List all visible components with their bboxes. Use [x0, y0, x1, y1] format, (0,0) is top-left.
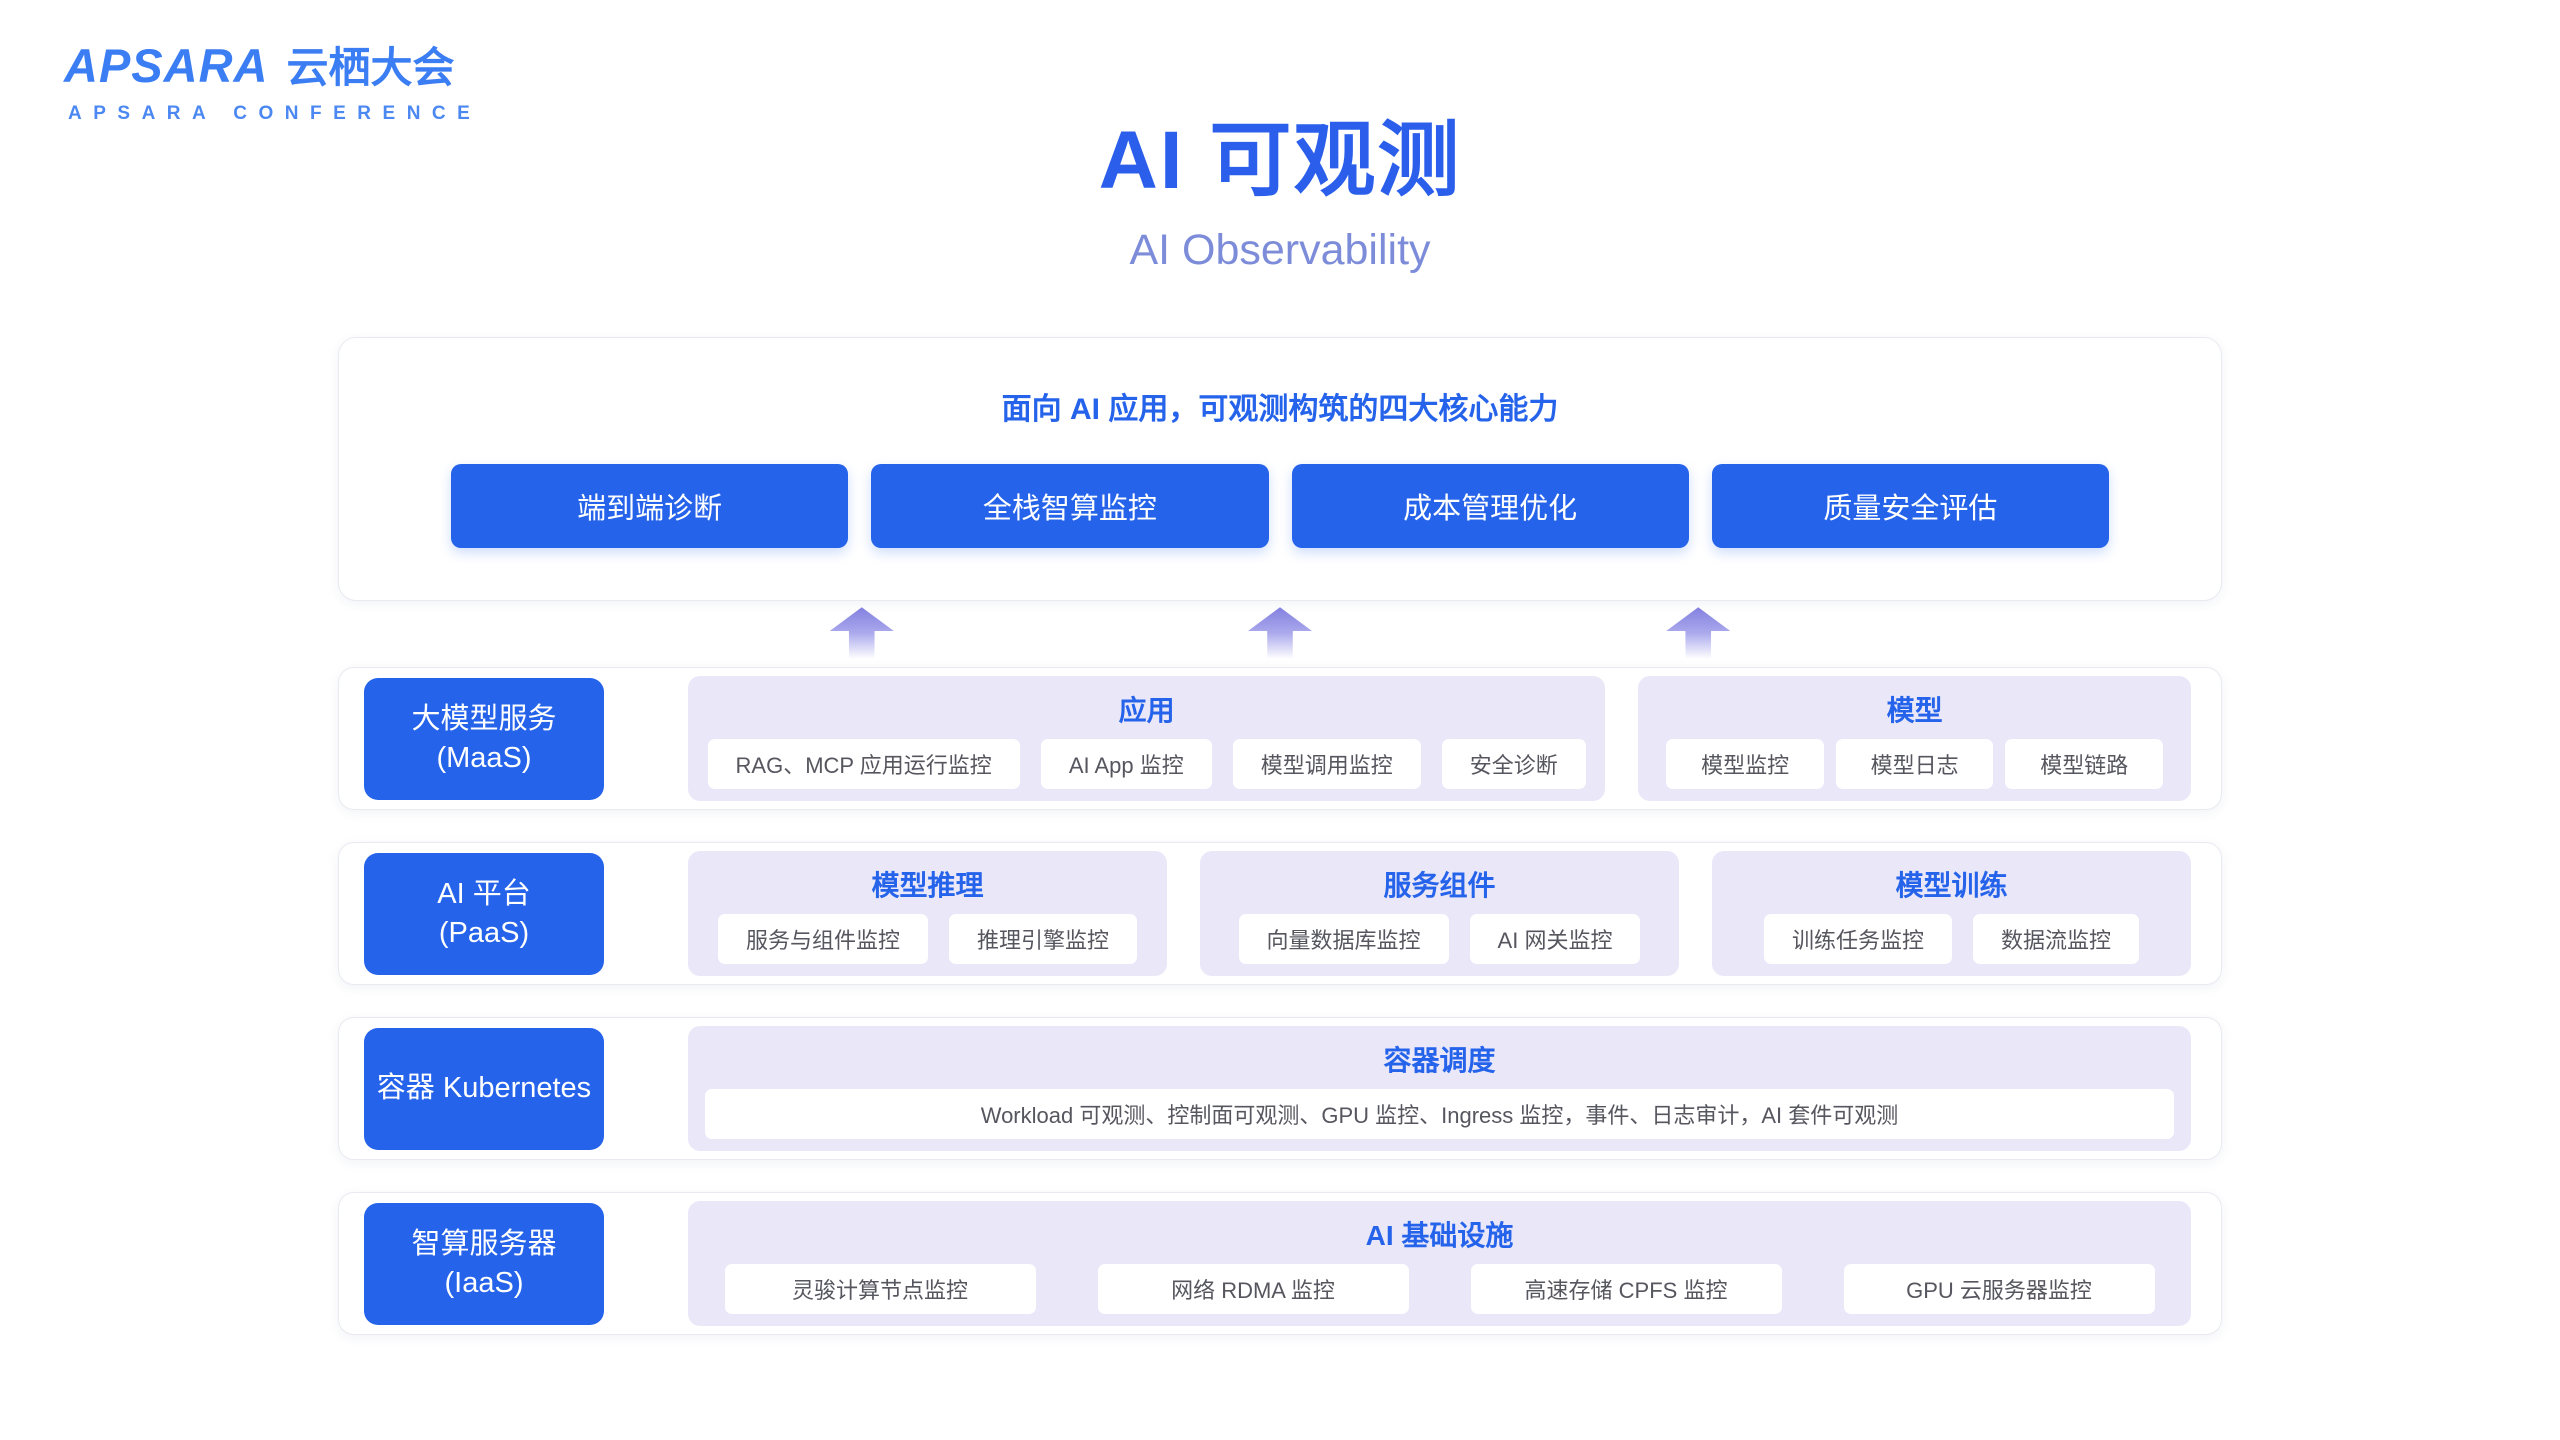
- section-panel: 容器调度 Workload 可观测、控制面可观测、GPU 监控、Ingress 监…: [688, 1026, 2191, 1152]
- monitor-chip: 模型监控: [1666, 739, 1824, 790]
- section-panel: AI 基础设施灵骏计算节点监控 网络 RDMA 监控 高速存储 CPFS 监控 GPU…: [688, 1201, 2191, 1327]
- section-panel: 模型训练训练任务监控数据流监控: [1712, 851, 2191, 977]
- monitor-chip: AI 网关监控: [1469, 914, 1641, 965]
- monitor-chip: 灵骏计算节点监控: [724, 1264, 1036, 1315]
- chip-row: Workload 可观测、控制面可观测、GPU 监控、Ingress 监控，事件…: [705, 1089, 2174, 1140]
- section-group: 模型推理服务与组件监控推理引擎监控 服务组件向量数据库监控 AI 网关监控 模型训练训…: [688, 851, 2191, 977]
- section-title: 应用: [1118, 695, 1175, 727]
- page-header: AI 可观测 AI Observability: [0, 0, 2560, 275]
- chip-row: 服务与组件监控推理引擎监控: [716, 914, 1139, 965]
- section-title: 模型推理: [871, 870, 984, 902]
- section-title: 模型: [1886, 695, 1943, 727]
- arrow-row: [338, 605, 2222, 663]
- monitor-chip: 模型链路: [2005, 739, 2164, 790]
- monitor-chip: GPU 云服务器监控: [1843, 1264, 2155, 1315]
- capability-button: 全栈智算监控: [871, 464, 1269, 549]
- chip-row: RAG、MCP 应用运行监控 AI App 监控模型调用监控安全诊断: [707, 739, 1586, 790]
- chip-row: 灵骏计算节点监控 网络 RDMA 监控 高速存储 CPFS 监控 GPU 云服务器监控: [716, 1264, 2163, 1315]
- section-panel: 服务组件向量数据库监控 AI 网关监控: [1200, 851, 1679, 977]
- section-title: 模型训练: [1895, 870, 2008, 902]
- capabilities-heading: 面向 AI 应用，可观测构筑的四大核心能力: [1001, 393, 1559, 427]
- layer-label-line: 容器 Kubernetes: [376, 1072, 592, 1105]
- chip-row: 训练任务监控数据流监控: [1740, 914, 2163, 965]
- layer-row-maas: 大模型服务 (MaaS) 应用 RAG、MCP 应用运行监控 AI App 监控模型调用…: [338, 667, 2222, 811]
- section-group: 应用 RAG、MCP 应用运行监控 AI App 监控模型调用监控安全诊断 模型模型监…: [688, 676, 2191, 802]
- monitor-chip: 训练任务监控: [1763, 914, 1952, 965]
- logo-brand-cn: 云栖大会: [286, 44, 455, 91]
- section-title: AI 基础设施: [1365, 1220, 1514, 1252]
- capability-button-row: 端到端诊断全栈智算监控成本管理优化质量安全评估: [451, 464, 2109, 549]
- section-panel: 模型推理服务与组件监控推理引擎监控: [688, 851, 1167, 977]
- page-subtitle: AI Observability: [1129, 226, 1431, 275]
- chip-row: 向量数据库监控 AI 网关监控: [1228, 914, 1651, 965]
- layer-label-line: (MaaS): [436, 741, 532, 774]
- page-title: AI 可观测: [1098, 115, 1462, 206]
- monitor-chip: 安全诊断: [1441, 739, 1586, 790]
- monitor-chip: Workload 可观测、控制面可观测、GPU 监控、Ingress 监控，事件…: [705, 1089, 2174, 1140]
- layer-row-paas: AI 平台 (PaaS) 模型推理服务与组件监控推理引擎监控 服务组件向量数据库监控 A…: [338, 842, 2222, 986]
- section-group: AI 基础设施灵骏计算节点监控 网络 RDMA 监控 高速存储 CPFS 监控 GPU…: [688, 1201, 2191, 1327]
- layer-label-paas: AI 平台 (PaaS): [364, 852, 604, 975]
- capability-button: 成本管理优化: [1291, 464, 1689, 549]
- layer-label-line: (IaaS): [444, 1266, 524, 1299]
- up-arrow-icon: [1666, 607, 1731, 662]
- logo-tagline: APSARA CONFERENCE: [68, 103, 482, 124]
- section-group: 容器调度 Workload 可观测、控制面可观测、GPU 监控、Ingress 监…: [688, 1026, 2191, 1152]
- monitor-chip: 服务与组件监控: [717, 914, 928, 965]
- section-title: 服务组件: [1383, 870, 1496, 902]
- layer-row-kubernetes: 容器 Kubernetes 容器调度 Workload 可观测、控制面可观测、GPU…: [338, 1017, 2222, 1161]
- section-title: 容器调度: [1383, 1045, 1496, 1077]
- layer-label-line: (PaaS): [438, 916, 530, 949]
- layer-label-line: 智算服务器: [411, 1227, 557, 1260]
- chip-row: 模型监控模型日志模型链路: [1666, 739, 2164, 790]
- section-panel: 模型模型监控模型日志模型链路: [1638, 676, 2191, 802]
- layer-label-iaas: 智算服务器 (IaaS): [364, 1202, 604, 1325]
- layer-label-line: AI 平台: [437, 877, 531, 910]
- monitor-chip: 推理引擎监控: [949, 914, 1138, 965]
- up-arrow-icon: [1248, 607, 1312, 662]
- layer-stack: 大模型服务 (MaaS) 应用 RAG、MCP 应用运行监控 AI App 监控模型调用…: [338, 667, 2222, 1336]
- monitor-chip: 模型调用监控: [1232, 739, 1421, 790]
- monitor-chip: 模型日志: [1835, 739, 1994, 790]
- up-arrow-icon: [829, 607, 894, 662]
- layer-label-line: 大模型服务: [411, 702, 557, 735]
- monitor-chip: RAG、MCP 应用运行监控: [707, 739, 1020, 790]
- section-panel: 应用 RAG、MCP 应用运行监控 AI App 监控模型调用监控安全诊断: [688, 676, 1606, 802]
- logo-brand-en: APSARA: [64, 39, 269, 92]
- monitor-chip: 高速存储 CPFS 监控: [1470, 1264, 1782, 1315]
- monitor-chip: AI App 监控: [1040, 739, 1212, 790]
- monitor-chip: 数据流监控: [1973, 914, 2140, 965]
- monitor-chip: 向量数据库监控: [1238, 914, 1449, 965]
- capability-button: 质量安全评估: [1711, 464, 2109, 549]
- layer-label-maas: 大模型服务 (MaaS): [364, 677, 604, 800]
- capabilities-card: 面向 AI 应用，可观测构筑的四大核心能力 端到端诊断全栈智算监控成本管理优化质…: [338, 337, 2222, 602]
- layer-row-iaas: 智算服务器 (IaaS) AI 基础设施灵骏计算节点监控 网络 RDMA 监控 高速存储…: [338, 1192, 2222, 1336]
- layer-label-kubernetes: 容器 Kubernetes: [364, 1027, 604, 1150]
- capability-button: 端到端诊断: [451, 464, 849, 549]
- diagram-body: 面向 AI 应用，可观测构筑的四大核心能力 端到端诊断全栈智算监控成本管理优化质…: [338, 337, 2222, 1336]
- monitor-chip: 网络 RDMA 监控: [1097, 1264, 1409, 1315]
- apsara-logo: APSARA 云栖大会 APSARA CONFERENCE: [64, 34, 481, 125]
